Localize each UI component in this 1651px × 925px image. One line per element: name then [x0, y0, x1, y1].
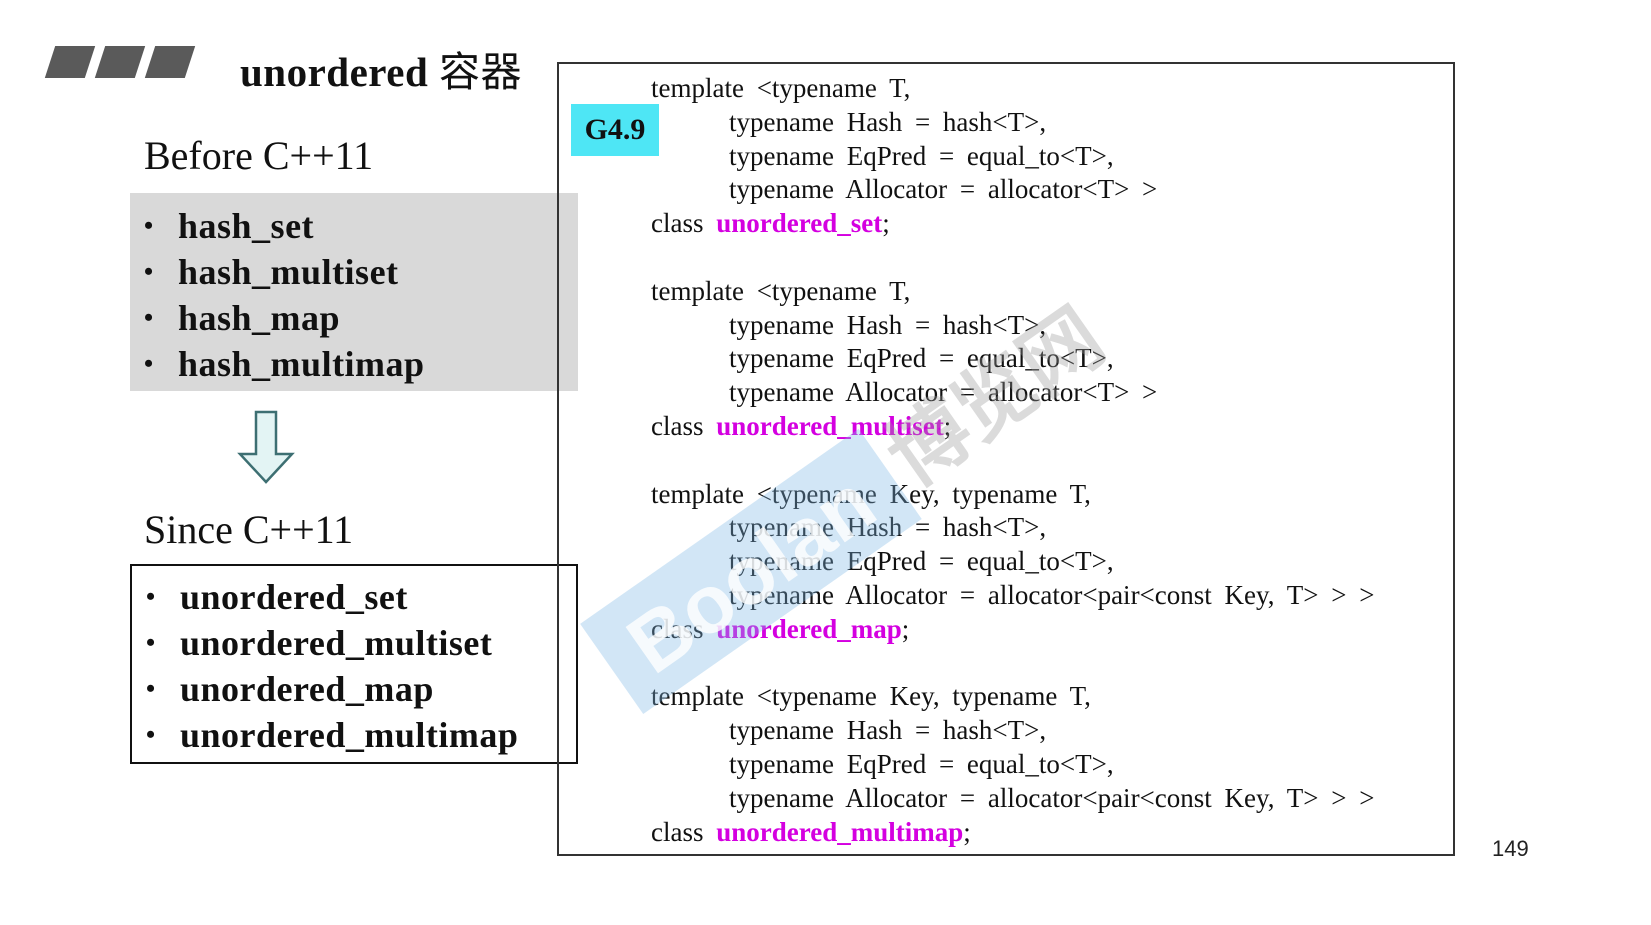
template-line: template <typename T, — [651, 73, 911, 103]
class-name: unordered_set — [716, 208, 883, 239]
header-bar — [144, 46, 196, 78]
terminator: ; — [901, 613, 910, 644]
bullet-icon: • — [144, 211, 154, 240]
bullet-icon: • — [146, 720, 156, 749]
list-item: • hash_map — [144, 295, 578, 341]
template-param: typename EqPred = equal_to<T>, — [729, 343, 1114, 374]
list-item: • unordered_map — [146, 666, 576, 712]
bullet-icon: • — [144, 303, 154, 332]
template-line: template <typename Key, typename T, — [651, 478, 1091, 509]
list-item: • unordered_multiset — [146, 620, 576, 666]
slide-title: unordered 容器 — [240, 38, 522, 98]
template-param: typename EqPred = equal_to<T>, — [729, 546, 1114, 577]
slide-title-cjk: 容器 — [439, 48, 523, 96]
class-keyword: class — [651, 208, 704, 239]
template-param: typename Hash = hash<T>, — [729, 106, 1047, 137]
list-item-label: unordered_set — [180, 577, 408, 617]
template-param: typename EqPred = equal_to<T>, — [729, 140, 1114, 171]
bullet-icon: • — [144, 257, 154, 286]
page-number: 149 — [1492, 836, 1529, 861]
template-param: typename EqPred = equal_to<T>, — [729, 748, 1114, 779]
list-item-label: hash_multimap — [178, 344, 425, 384]
class-declaration: class unordered_set; — [651, 207, 1374, 241]
template-line: template <typename Key, typename T, — [651, 681, 1091, 712]
version-badge: G4.9 — [571, 104, 659, 156]
list-item-label: hash_map — [178, 298, 341, 338]
class-declaration: class unordered_multimap; — [651, 816, 1374, 850]
template-param: typename Hash = hash<T>, — [729, 309, 1047, 340]
list-item: • unordered_set — [146, 574, 576, 620]
down-arrow-icon — [237, 410, 295, 484]
class-name: unordered_multimap — [716, 816, 964, 847]
code-panel: G4.9 template <typename T, typename Hash… — [557, 62, 1455, 856]
class-name: unordered_map — [716, 613, 902, 644]
list-item: • hash_multiset — [144, 249, 578, 295]
list-item-label: unordered_multiset — [180, 623, 493, 663]
header-bar — [44, 46, 96, 78]
list-item: • unordered_multimap — [146, 712, 576, 758]
code-gap — [651, 444, 1374, 478]
code-gap — [651, 647, 1374, 681]
list-item: • hash_set — [144, 203, 578, 249]
bullet-icon: • — [146, 674, 156, 703]
list-item-label: hash_set — [178, 206, 315, 246]
list-item-label: hash_multiset — [178, 252, 399, 292]
bullet-icon: • — [146, 582, 156, 611]
terminator: ; — [882, 208, 890, 239]
list-item: • hash_multimap — [144, 341, 578, 387]
template-param: typename Hash = hash<T>, — [729, 715, 1047, 746]
template-param: typename Allocator = allocator<pair<cons… — [729, 782, 1375, 813]
class-declaration: class unordered_multiset; — [651, 410, 1374, 444]
template-line: template <typename T, — [651, 275, 911, 306]
code-gap — [651, 241, 1374, 275]
list-item-label: unordered_map — [180, 669, 434, 709]
template-param: typename Allocator = allocator<pair<cons… — [729, 579, 1375, 610]
class-keyword: class — [651, 613, 704, 644]
class-keyword: class — [651, 816, 704, 847]
code-listing: template <typename T, typename Hash = ha… — [651, 72, 1374, 849]
list-item-label: unordered_multimap — [180, 715, 519, 755]
terminator: ; — [963, 816, 971, 847]
template-param: typename Allocator = allocator<T> > — [729, 377, 1158, 408]
before-list: • hash_set • hash_multiset • hash_map • hash… — [130, 193, 578, 391]
class-keyword: class — [651, 410, 704, 441]
bullet-icon: • — [144, 349, 154, 378]
slide-title-latin: unordered — [240, 49, 429, 95]
header-bar — [94, 46, 146, 78]
class-declaration: class unordered_map; — [651, 613, 1374, 647]
class-name: unordered_multiset — [716, 410, 944, 441]
template-param: typename Hash = hash<T>, — [729, 512, 1047, 543]
template-param: typename Allocator = allocator<T> > — [729, 174, 1158, 205]
bullet-icon: • — [146, 628, 156, 657]
since-heading: Since C++11 — [144, 507, 354, 552]
terminator: ; — [943, 410, 952, 441]
before-heading: Before C++11 — [144, 133, 374, 178]
since-list: • unordered_set • unordered_multiset • unor… — [130, 564, 578, 764]
header-bars-decoration — [44, 46, 200, 78]
